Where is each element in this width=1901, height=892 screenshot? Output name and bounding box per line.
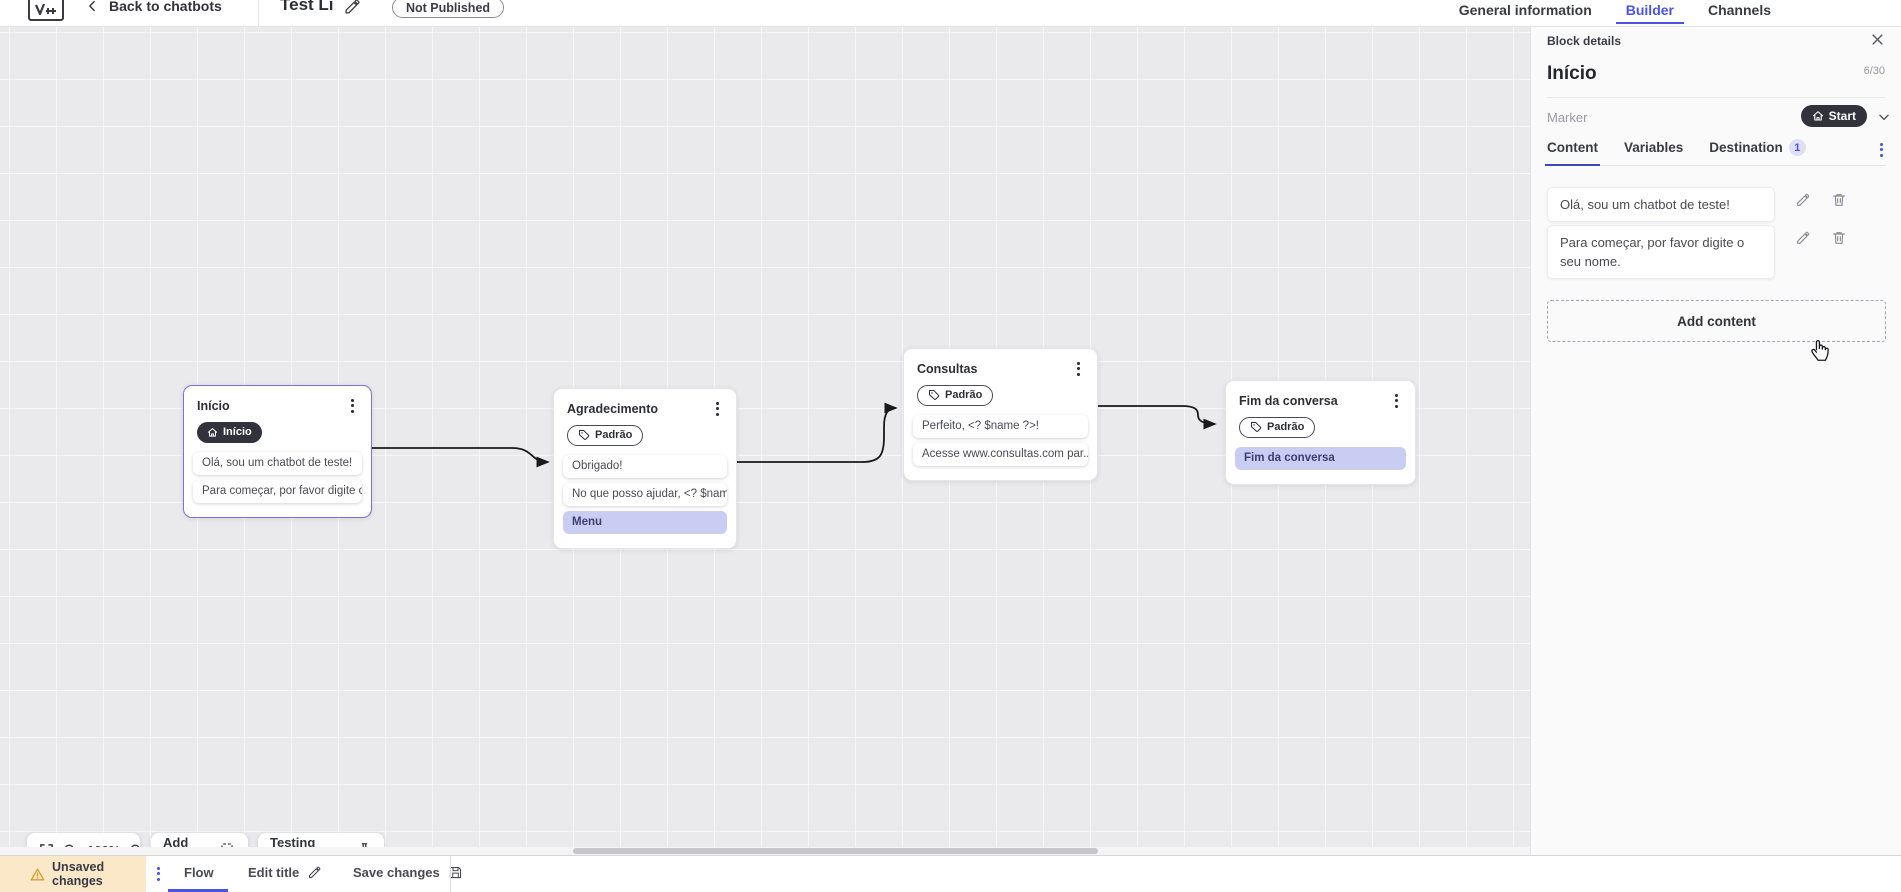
fullscreen-icon[interactable]	[39, 843, 54, 858]
block-content-row[interactable]: No que posso ajudar, <? $name ...	[563, 482, 727, 506]
kebab-menu-icon[interactable]	[1391, 392, 1402, 410]
header-tabs: General information Builder Channels	[1457, 0, 1773, 24]
kebab-menu-icon[interactable]	[712, 400, 723, 418]
warning-icon	[30, 867, 45, 881]
marker-pill-label: Padrão	[595, 429, 633, 442]
tab-variables[interactable]: Variables	[1624, 139, 1683, 156]
tab-content-label: Content	[1547, 140, 1598, 155]
flow-kebab-menu-icon[interactable]	[153, 865, 164, 883]
edit-chatbot-title-icon[interactable]	[344, 0, 361, 15]
marker-pill-label: Início	[223, 426, 252, 439]
tab-flow[interactable]: Flow	[184, 865, 214, 880]
marker-value: Start	[1828, 109, 1856, 123]
block-content-row[interactable]: Olá, sou um chatbot de teste!	[193, 451, 362, 475]
panel-kebab-menu-icon[interactable]	[1876, 141, 1887, 159]
bottom-bar-divider	[450, 856, 451, 892]
pencil-icon	[309, 866, 321, 879]
flow-block-consultas[interactable]: Consultas Padrão Perfeito, <? $name ?>! …	[903, 348, 1098, 481]
flow-block-inicio[interactable]: Início Início Olá, sou um chatbot de tes…	[183, 385, 372, 518]
content-text-card[interactable]: Olá, sou um chatbot de teste!	[1547, 187, 1775, 222]
flow-canvas[interactable]: Início Início Olá, sou um chatbot de tes…	[0, 27, 1530, 867]
block-title: Início	[197, 398, 230, 413]
save-changes-label: Save changes	[353, 865, 440, 880]
back-to-chatbots-button[interactable]: Back to chatbots	[86, 0, 222, 14]
kebab-menu-icon[interactable]	[347, 397, 358, 415]
panel-tabs: Content Variables Destination 1	[1545, 139, 1886, 166]
unsaved-changes-label: Unsaved changes	[52, 860, 105, 888]
marker-pill-label: Padrão	[945, 389, 983, 402]
content-item: Para começar, por favor digite o seu nom…	[1547, 225, 1847, 279]
block-name-input[interactable]: Início	[1547, 63, 1597, 84]
marker-pill: Início	[197, 421, 262, 443]
tag-icon	[1251, 422, 1262, 433]
title-underline	[1547, 97, 1886, 98]
connector-agradecimento-consultas	[737, 402, 898, 463]
unsaved-changes-chip: Unsaved changes	[0, 856, 146, 892]
house-icon	[1812, 111, 1823, 121]
tab-destination[interactable]: Destination 1	[1709, 139, 1806, 156]
app-logo-icon[interactable]	[28, 0, 64, 21]
connector-inicio-agradecimento	[372, 447, 550, 468]
delete-content-icon[interactable]	[1831, 192, 1847, 222]
panel-title-label: Block details	[1547, 34, 1622, 48]
block-content-row[interactable]: Para começar, por favor digite o ...	[193, 479, 362, 503]
block-title: Agradecimento	[567, 401, 658, 416]
delete-content-icon[interactable]	[1831, 230, 1847, 279]
marker-select[interactable]: Start	[1800, 105, 1867, 127]
connector-consultas-fim	[1098, 405, 1217, 430]
marker-pill: Padrão	[917, 384, 994, 406]
top-header: Back to chatbots Test Li Not Published G…	[0, 0, 1901, 27]
block-title: Consultas	[917, 361, 978, 376]
edit-content-icon[interactable]	[1795, 192, 1811, 222]
edit-content-icon[interactable]	[1795, 230, 1811, 279]
close-icon[interactable]	[1870, 32, 1885, 47]
kebab-menu-icon[interactable]	[1073, 360, 1084, 378]
chevron-left-icon	[89, 0, 95, 12]
tag-icon	[929, 390, 940, 401]
tab-builder[interactable]: Builder	[1615, 0, 1685, 24]
char-counter: 6/30	[1863, 65, 1885, 77]
tag-icon	[579, 430, 590, 441]
flow-block-fim-da-conversa[interactable]: Fim da conversa Padrão Fim da conversa	[1225, 380, 1416, 485]
status-badge: Not Published	[392, 0, 505, 18]
tab-general-information[interactable]: General information	[1458, 2, 1592, 18]
edit-title-button[interactable]: Edit title	[248, 865, 322, 880]
block-details-panel: Block details Início 6/30 Marker Start C…	[1530, 27, 1901, 892]
bottom-status-bar: Unsaved changes Flow Edit title Save cha…	[0, 855, 1901, 892]
marker-pill: Padrão	[567, 424, 644, 446]
content-text-card[interactable]: Para começar, por favor digite o seu nom…	[1547, 225, 1775, 279]
flow-block-agradecimento[interactable]: Agradecimento Padrão Obrigado! No que po…	[553, 388, 737, 549]
chevron-down-icon[interactable]	[1877, 110, 1891, 124]
block-content-row[interactable]: Obrigado!	[563, 454, 727, 478]
tab-variables-label: Variables	[1624, 140, 1684, 155]
tab-channels[interactable]: Channels	[1707, 2, 1771, 18]
panel-header: Block details	[1531, 27, 1901, 55]
block-title: Fim da conversa	[1239, 393, 1338, 408]
block-content-row[interactable]: Perfeito, <? $name ?>!	[913, 414, 1088, 438]
chatbot-title[interactable]: Test Li	[280, 0, 334, 14]
header-divider	[258, 0, 259, 27]
block-content-row[interactable]: Fim da conversa	[1235, 446, 1406, 470]
marker-pill-label: Padrão	[1267, 421, 1305, 434]
marker-pill: Padrão	[1239, 416, 1316, 438]
canvas-hscroll-thumb[interactable]	[573, 848, 1098, 854]
edit-title-label: Edit title	[248, 865, 300, 880]
flow-tab-underline	[168, 889, 228, 892]
block-content-row-menu[interactable]: Menu	[563, 510, 727, 534]
house-icon	[207, 427, 218, 437]
cursor-pointer-icon	[1809, 339, 1831, 365]
tab-content[interactable]: Content	[1545, 139, 1600, 166]
marker-label: Marker	[1547, 110, 1588, 125]
destination-count-badge: 1	[1788, 139, 1806, 156]
add-content-button[interactable]: Add content	[1547, 300, 1886, 342]
block-content-row[interactable]: Acesse www.consultas.com par...	[913, 442, 1088, 466]
save-changes-button[interactable]: Save changes	[353, 865, 463, 880]
back-label: Back to chatbots	[109, 0, 222, 14]
tab-destination-label: Destination	[1709, 140, 1783, 155]
content-item: Olá, sou um chatbot de teste!	[1547, 187, 1847, 222]
